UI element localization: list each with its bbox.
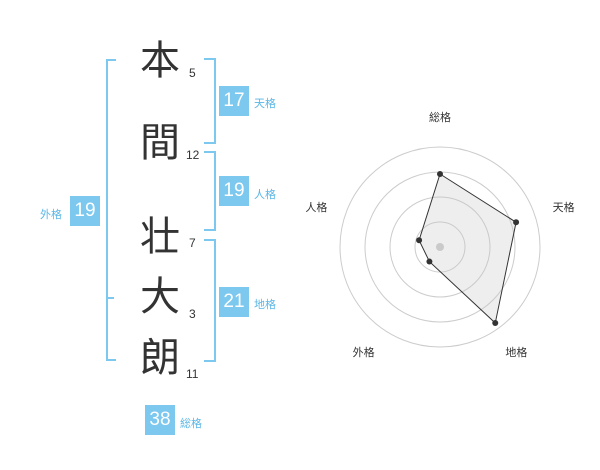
stroke-count-4: 3 (189, 307, 196, 321)
radar-point-1 (437, 171, 443, 177)
radar-point-2 (513, 219, 520, 226)
radar-point-5 (416, 237, 423, 244)
gaikaku-bracket (106, 59, 116, 361)
stroke-count-1: 5 (189, 66, 196, 80)
radar-axis-label-1: 総格 (429, 110, 451, 124)
name-char-1: 本 (140, 38, 180, 84)
chikaku-value: 21 (219, 287, 249, 317)
tenkaku-value: 17 (219, 86, 249, 116)
jinkaku-label: 人格 (254, 188, 276, 201)
name-char-2: 間 (140, 120, 180, 166)
radar-axis-label-2: 天格 (553, 200, 575, 214)
stroke-count-2: 12 (186, 148, 200, 162)
name-char-3: 壮 (140, 214, 180, 260)
soukaku-value: 38 (145, 405, 175, 435)
radar-axis-label-3: 地格 (505, 345, 527, 359)
radar-center-dot (436, 243, 444, 251)
radar-axis-label-5: 人格 (305, 200, 327, 214)
name-char-5: 朗 (140, 335, 180, 381)
stroke-count-5: 11 (186, 367, 199, 381)
chikaku-label: 地格 (254, 298, 276, 311)
radar-ring-2 (389, 196, 491, 298)
tenkaku-label: 天格 (254, 97, 276, 110)
gaikaku-label: 外格 (40, 208, 62, 221)
gaikaku-value: 19 (70, 196, 100, 226)
name-char-4: 大 (140, 274, 180, 320)
radar-point-4 (426, 258, 433, 265)
radar-axis-label-4: 外格 (353, 345, 375, 359)
radar-area (418, 173, 517, 325)
jinkaku-value: 19 (219, 176, 249, 206)
tenkaku-bracket (204, 58, 216, 144)
radar-point-3 (492, 320, 499, 327)
jinkaku-bracket (204, 151, 216, 231)
chikaku-bracket (204, 239, 216, 362)
radar-ring-4 (339, 146, 541, 348)
soukaku-label: 総格 (180, 417, 202, 430)
stroke-count-3: 7 (189, 236, 196, 250)
gaikaku-bracket-tick (106, 297, 114, 299)
